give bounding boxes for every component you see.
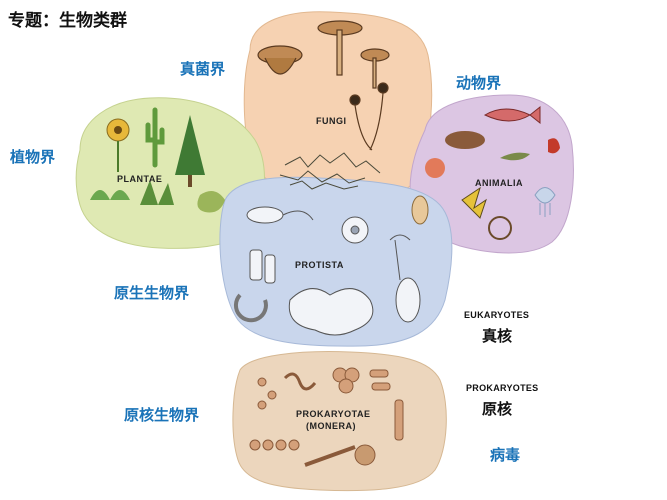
monera-region bbox=[232, 351, 447, 492]
eukaryotes-cn-label: 真核 bbox=[482, 327, 513, 345]
page-title: 专题：生物类群 bbox=[8, 11, 127, 31]
plantae-cn-label: 植物界 bbox=[10, 148, 56, 166]
protista-cn-label: 原生生物界 bbox=[114, 284, 190, 302]
monera-cn-label: 原核生物界 bbox=[124, 406, 200, 424]
animalia-cn-label: 动物界 bbox=[456, 74, 502, 92]
fungal-hyphae-icon bbox=[279, 152, 381, 190]
prokaryotes-cn-label: 原核 bbox=[482, 400, 513, 418]
virus-cn-label: 病毒 bbox=[490, 446, 521, 464]
protist-icons bbox=[234, 206, 421, 336]
animalia-label: ANIMALIA bbox=[475, 178, 523, 188]
bacteria-icons bbox=[249, 367, 404, 467]
animal-icons bbox=[411, 105, 560, 240]
eukaryotes-en-label: EUKARYOTES bbox=[464, 310, 530, 320]
monera-label-line2: (MONERA) bbox=[306, 421, 356, 431]
prokaryotes-en-label: PROKARYOTES bbox=[466, 383, 539, 393]
protista-label: PROTISTA bbox=[295, 260, 344, 270]
monera-label-line1: PROKARYOTAE bbox=[296, 409, 371, 419]
fungi-label: FUNGI bbox=[316, 116, 347, 126]
fungi-cn-label: 真菌界 bbox=[180, 60, 226, 78]
plant-icons bbox=[90, 107, 225, 213]
mushroom-icons bbox=[257, 20, 390, 151]
plantae-label: PLANTAE bbox=[117, 174, 162, 184]
